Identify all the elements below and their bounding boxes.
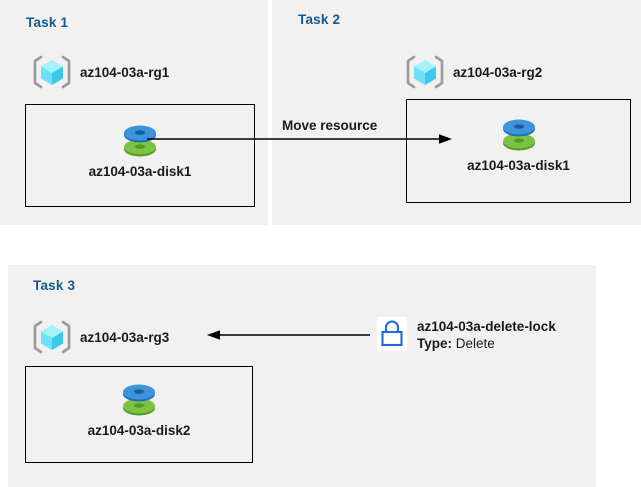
task-3-resource-box: az104-03a-disk2 — [25, 366, 253, 463]
task-2-resource-box: az104-03a-disk1 — [406, 99, 631, 203]
delete-lock-type: Type: Delete — [417, 336, 556, 352]
task-2-disk: az104-03a-disk1 — [407, 112, 630, 173]
task-2-resource-group-name: az104-03a-rg2 — [453, 64, 543, 80]
move-resource-label: Move resource — [282, 118, 378, 133]
task-3-disk: az104-03a-disk2 — [26, 377, 252, 438]
task-1-resource-group: az104-03a-rg1 — [32, 53, 169, 91]
resource-group-cube-icon — [406, 55, 444, 89]
move-resource-arrow — [147, 134, 452, 144]
resource-group-cube-icon — [33, 320, 71, 354]
task-1-resource-box: az104-03a-disk1 — [25, 104, 255, 207]
delete-lock-text: az104-03a-delete-lock Type: Delete — [417, 319, 556, 352]
delete-lock-block: az104-03a-delete-lock Type: Delete — [377, 317, 556, 352]
task-2-label: Task 2 — [298, 12, 341, 27]
task-3-disk-name: az104-03a-disk2 — [87, 423, 191, 438]
task-1-resource-group-name: az104-03a-rg1 — [80, 64, 170, 80]
managed-disk-icon — [502, 119, 535, 151]
delete-lock-arrow — [207, 330, 370, 340]
delete-lock-type-label: Type: — [417, 336, 453, 351]
resource-group-cube-icon — [33, 55, 71, 89]
task-3-resource-group: az104-03a-rg3 — [32, 318, 169, 356]
task-2-resource-group: az104-03a-rg2 — [405, 53, 542, 91]
task-1-disk-name: az104-03a-disk1 — [88, 164, 192, 179]
managed-disk-icon — [123, 384, 155, 416]
task-2-disk-name: az104-03a-disk1 — [467, 158, 570, 173]
task-3-label: Task 3 — [33, 278, 76, 293]
task-1-label: Task 1 — [26, 15, 69, 30]
task-3-resource-group-name: az104-03a-rg3 — [80, 329, 170, 345]
delete-lock-type-value: Delete — [455, 336, 495, 351]
task-1-disk: az104-03a-disk1 — [26, 118, 254, 179]
padlock-icon — [377, 317, 407, 351]
delete-lock-name: az104-03a-delete-lock — [417, 319, 556, 334]
